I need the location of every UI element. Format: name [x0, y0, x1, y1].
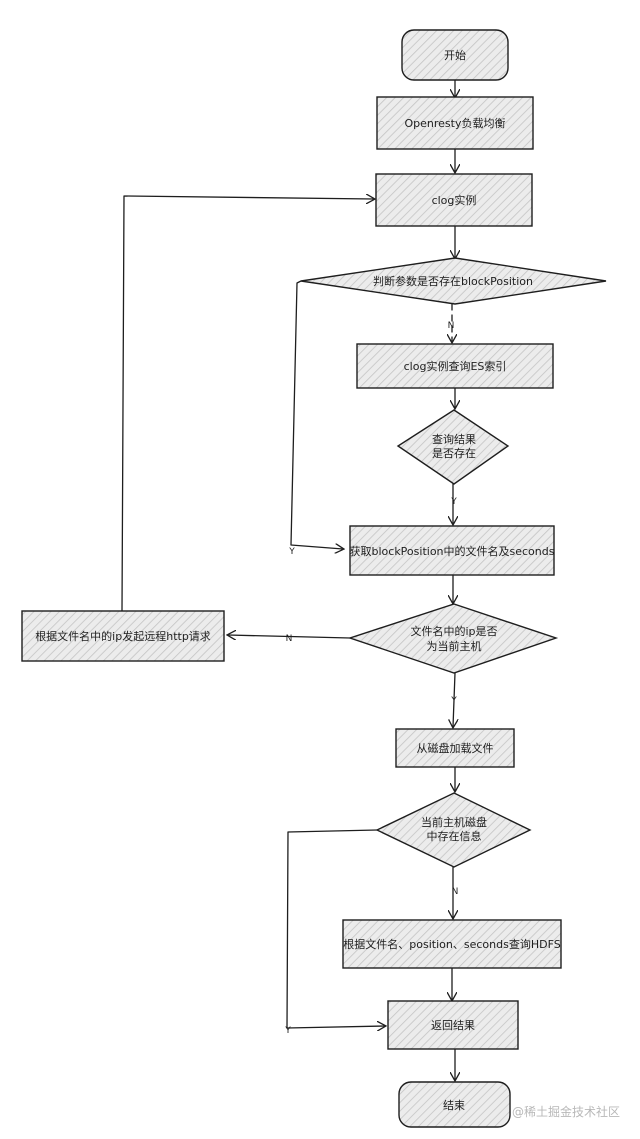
start-label: 开始	[444, 48, 466, 62]
return-result-node: 返回结果	[387, 1000, 519, 1050]
disk-info-label-1: 当前主机磁盘	[421, 815, 487, 829]
watermark: @稀土掘金技术社区	[512, 1104, 620, 1119]
edge-label-disk-no: N	[452, 887, 459, 897]
edge-label-ip-no: N	[286, 634, 293, 644]
result-exists-label-1: 查询结果	[432, 432, 476, 446]
remote-http-label: 根据文件名中的ip发起远程http请求	[35, 629, 211, 643]
ip-check-label-1: 文件名中的ip是否	[410, 624, 497, 638]
clog-node: clog实例	[375, 173, 533, 227]
return-result-label: 返回结果	[431, 1019, 475, 1032]
load-disk-label: 从磁盘加载文件	[417, 741, 494, 755]
arrow-judge-yes-to-get-block	[290, 280, 343, 549]
clog-label: clog实例	[432, 193, 477, 207]
arrow-ip-check-to-load-disk	[453, 672, 455, 727]
query-hdfs-label: 根据文件名、position、seconds查询HDFS	[343, 937, 560, 951]
query-es-node: clog实例查询ES索引	[356, 343, 554, 389]
edge-label-param-no: N	[448, 321, 455, 331]
result-exists-decision: 查询结果 是否存在	[396, 409, 510, 485]
edge-label-param-yes: Y	[288, 547, 295, 557]
disk-info-label-2: 中存在信息	[427, 829, 482, 843]
edge-label-result-yes: Y	[450, 497, 457, 507]
end-label: 结束	[443, 1099, 465, 1112]
ip-check-label-2: 为当前主机	[427, 639, 482, 653]
remote-http-node: 根据文件名中的ip发起远程http请求	[21, 610, 225, 662]
arrow-remote-to-clog	[121, 196, 374, 612]
edge-label-disk-yes: Y	[284, 1026, 291, 1036]
edge-label-ip-yes: Y	[450, 696, 457, 706]
openresty-label: Openresty负载均衡	[405, 116, 506, 130]
arrow-ip-check-no-to-remote	[228, 635, 351, 638]
query-es-label: clog实例查询ES索引	[404, 359, 507, 373]
get-block-node: 获取blockPosition中的文件名及seconds	[349, 525, 555, 576]
ip-check-decision: 文件名中的ip是否 为当前主机	[347, 603, 559, 674]
judge-param-label: 判断参数是否存在blockPosition	[373, 274, 533, 288]
arrow-disk-info-yes-to-return	[286, 829, 385, 1028]
openresty-node: Openresty负载均衡	[376, 96, 534, 150]
judge-param-decision: 判断参数是否存在blockPosition	[300, 257, 607, 305]
query-hdfs-node: 根据文件名、position、seconds查询HDFS	[342, 919, 562, 969]
load-disk-node: 从磁盘加载文件	[395, 728, 515, 768]
result-exists-label-2: 是否存在	[432, 446, 476, 460]
end-node: 结束	[398, 1081, 511, 1128]
start-node: 开始	[401, 29, 509, 81]
disk-info-decision: 当前主机磁盘 中存在信息	[375, 792, 532, 868]
get-block-label: 获取blockPosition中的文件名及seconds	[350, 544, 555, 558]
